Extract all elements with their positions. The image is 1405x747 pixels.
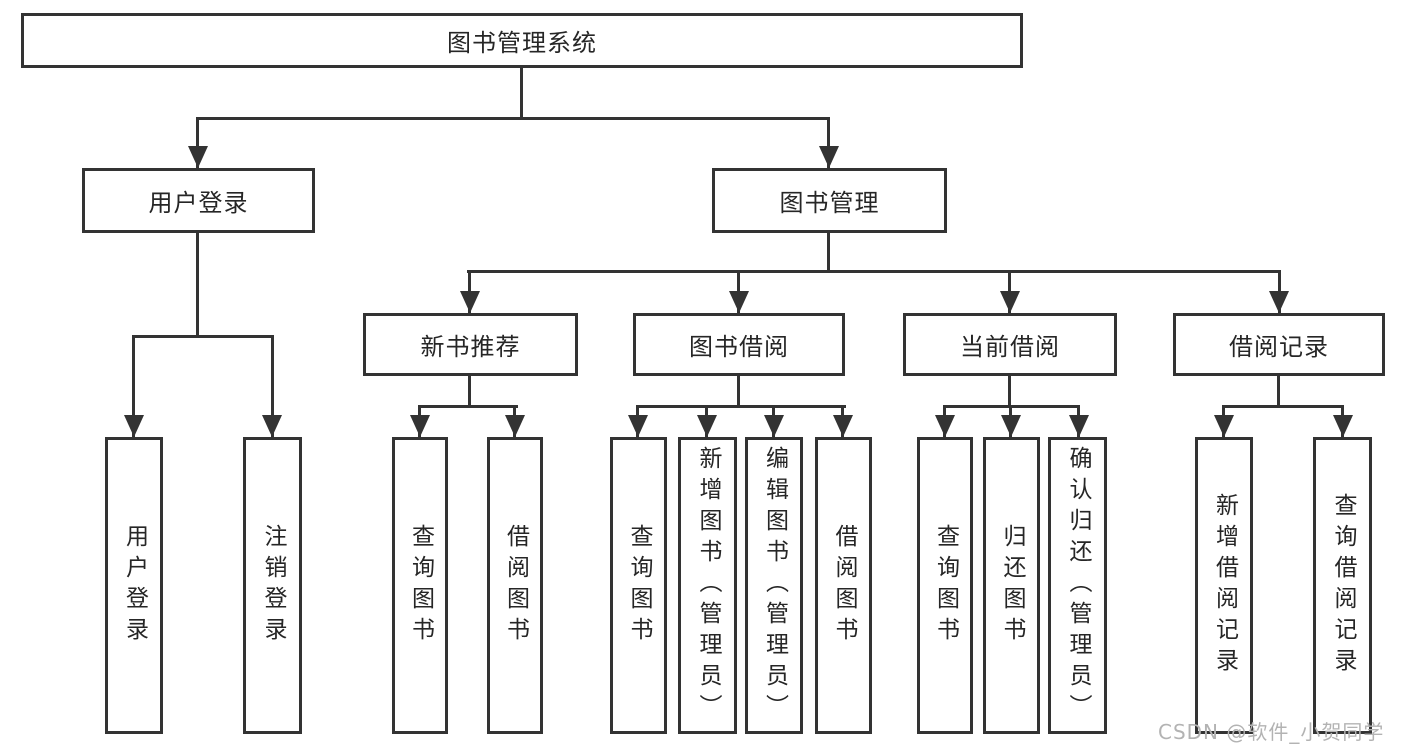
node-current-borrow: 当前借阅 (903, 313, 1117, 376)
connector-line (467, 270, 1281, 273)
arrow-down-icon (1001, 415, 1021, 437)
arrow-down-icon (262, 415, 282, 437)
arrow-down-icon (935, 415, 955, 437)
connector-line (196, 231, 199, 337)
leaf-br-add-record-label: 新增借阅记录 (1211, 492, 1238, 679)
arrow-down-icon (1214, 415, 1234, 437)
connector-line (1277, 374, 1280, 407)
arrow-down-icon (188, 146, 208, 168)
arrow-down-icon (819, 146, 839, 168)
leaf-user-login: 用户登录 (105, 437, 163, 734)
connector-line (418, 405, 518, 408)
connector-line (520, 66, 523, 119)
leaf-nb-borrow-books-label: 借阅图书 (502, 523, 529, 648)
arrow-down-icon (764, 415, 784, 437)
node-new-book-recommend-label: 新书推荐 (420, 333, 521, 361)
node-new-book-recommend: 新书推荐 (363, 313, 578, 376)
csdn-watermark: CSDN @软件_小贺同学 (1158, 720, 1385, 744)
node-borrow-records-label: 借阅记录 (1229, 333, 1329, 361)
arrow-down-icon (628, 415, 648, 437)
node-book-management: 图书管理 (712, 168, 947, 233)
connector-line (196, 117, 830, 120)
node-user-login: 用户登录 (82, 168, 315, 233)
leaf-bb-borrow-books: 借阅图书 (815, 437, 872, 734)
node-current-borrow-label: 当前借阅 (960, 333, 1060, 361)
leaf-cb-return-books-label: 归还图书 (999, 523, 1025, 648)
leaf-br-query-record: 查询借阅记录 (1313, 437, 1372, 734)
node-book-borrow: 图书借阅 (633, 313, 845, 376)
connector-line (196, 117, 199, 168)
node-user-login-label: 用户登录 (148, 189, 249, 217)
connector-line (737, 374, 740, 407)
leaf-br-query-record-label: 查询借阅记录 (1330, 492, 1356, 679)
arrow-down-icon (410, 415, 430, 437)
arrow-down-icon (729, 291, 749, 313)
arrow-down-icon (833, 415, 853, 437)
leaf-nb-query-books-label: 查询图书 (407, 523, 434, 648)
leaf-bb-add-books-admin: 新增图书（管理员） (678, 437, 737, 734)
leaf-bb-query-books-label: 查询图书 (626, 523, 652, 648)
arrow-down-icon (697, 415, 717, 437)
leaf-cb-query-books: 查询图书 (917, 437, 973, 734)
connector-line (827, 231, 830, 272)
leaf-nb-borrow-books: 借阅图书 (487, 437, 543, 734)
leaf-br-add-record: 新增借阅记录 (1195, 437, 1253, 734)
leaf-user-login-label: 用户登录 (121, 523, 148, 648)
leaf-bb-edit-books-admin-label: 编辑图书（管理员） (761, 446, 788, 725)
leaf-bb-add-books-admin-label: 新增图书（管理员） (695, 446, 721, 725)
arrow-down-icon (460, 291, 480, 313)
leaf-nb-query-books: 查询图书 (392, 437, 448, 734)
arrow-down-icon (1333, 415, 1353, 437)
leaf-logout-label: 注销登录 (260, 523, 286, 648)
connector-line (132, 335, 135, 437)
leaf-cb-query-books-label: 查询图书 (932, 523, 959, 648)
leaf-bb-borrow-books-label: 借阅图书 (831, 523, 857, 648)
leaf-logout: 注销登录 (243, 437, 302, 734)
node-library-system-label: 图书管理系统 (447, 29, 597, 57)
node-library-system: 图书管理系统 (21, 13, 1023, 68)
connector-line (271, 335, 274, 437)
arrow-down-icon (1000, 291, 1020, 313)
connector-line (468, 374, 471, 407)
connector-line (636, 405, 846, 408)
arrow-down-icon (1069, 415, 1089, 437)
connector-line (132, 335, 274, 338)
connector-line (827, 117, 830, 168)
leaf-bb-edit-books-admin: 编辑图书（管理员） (745, 437, 803, 734)
leaf-bb-query-books: 查询图书 (610, 437, 667, 734)
leaf-cb-confirm-return-admin: 确认归还（管理员） (1048, 437, 1107, 734)
node-book-management-label: 图书管理 (779, 189, 880, 217)
arrow-down-icon (505, 415, 525, 437)
connector-line (1222, 405, 1344, 408)
arrow-down-icon (124, 415, 144, 437)
connector-line (1008, 374, 1011, 407)
node-book-borrow-label: 图书借阅 (689, 333, 789, 361)
leaf-cb-confirm-return-admin-label: 确认归还（管理员） (1065, 446, 1091, 725)
arrow-down-icon (1269, 291, 1289, 313)
node-borrow-records: 借阅记录 (1173, 313, 1385, 376)
leaf-cb-return-books: 归还图书 (983, 437, 1040, 734)
